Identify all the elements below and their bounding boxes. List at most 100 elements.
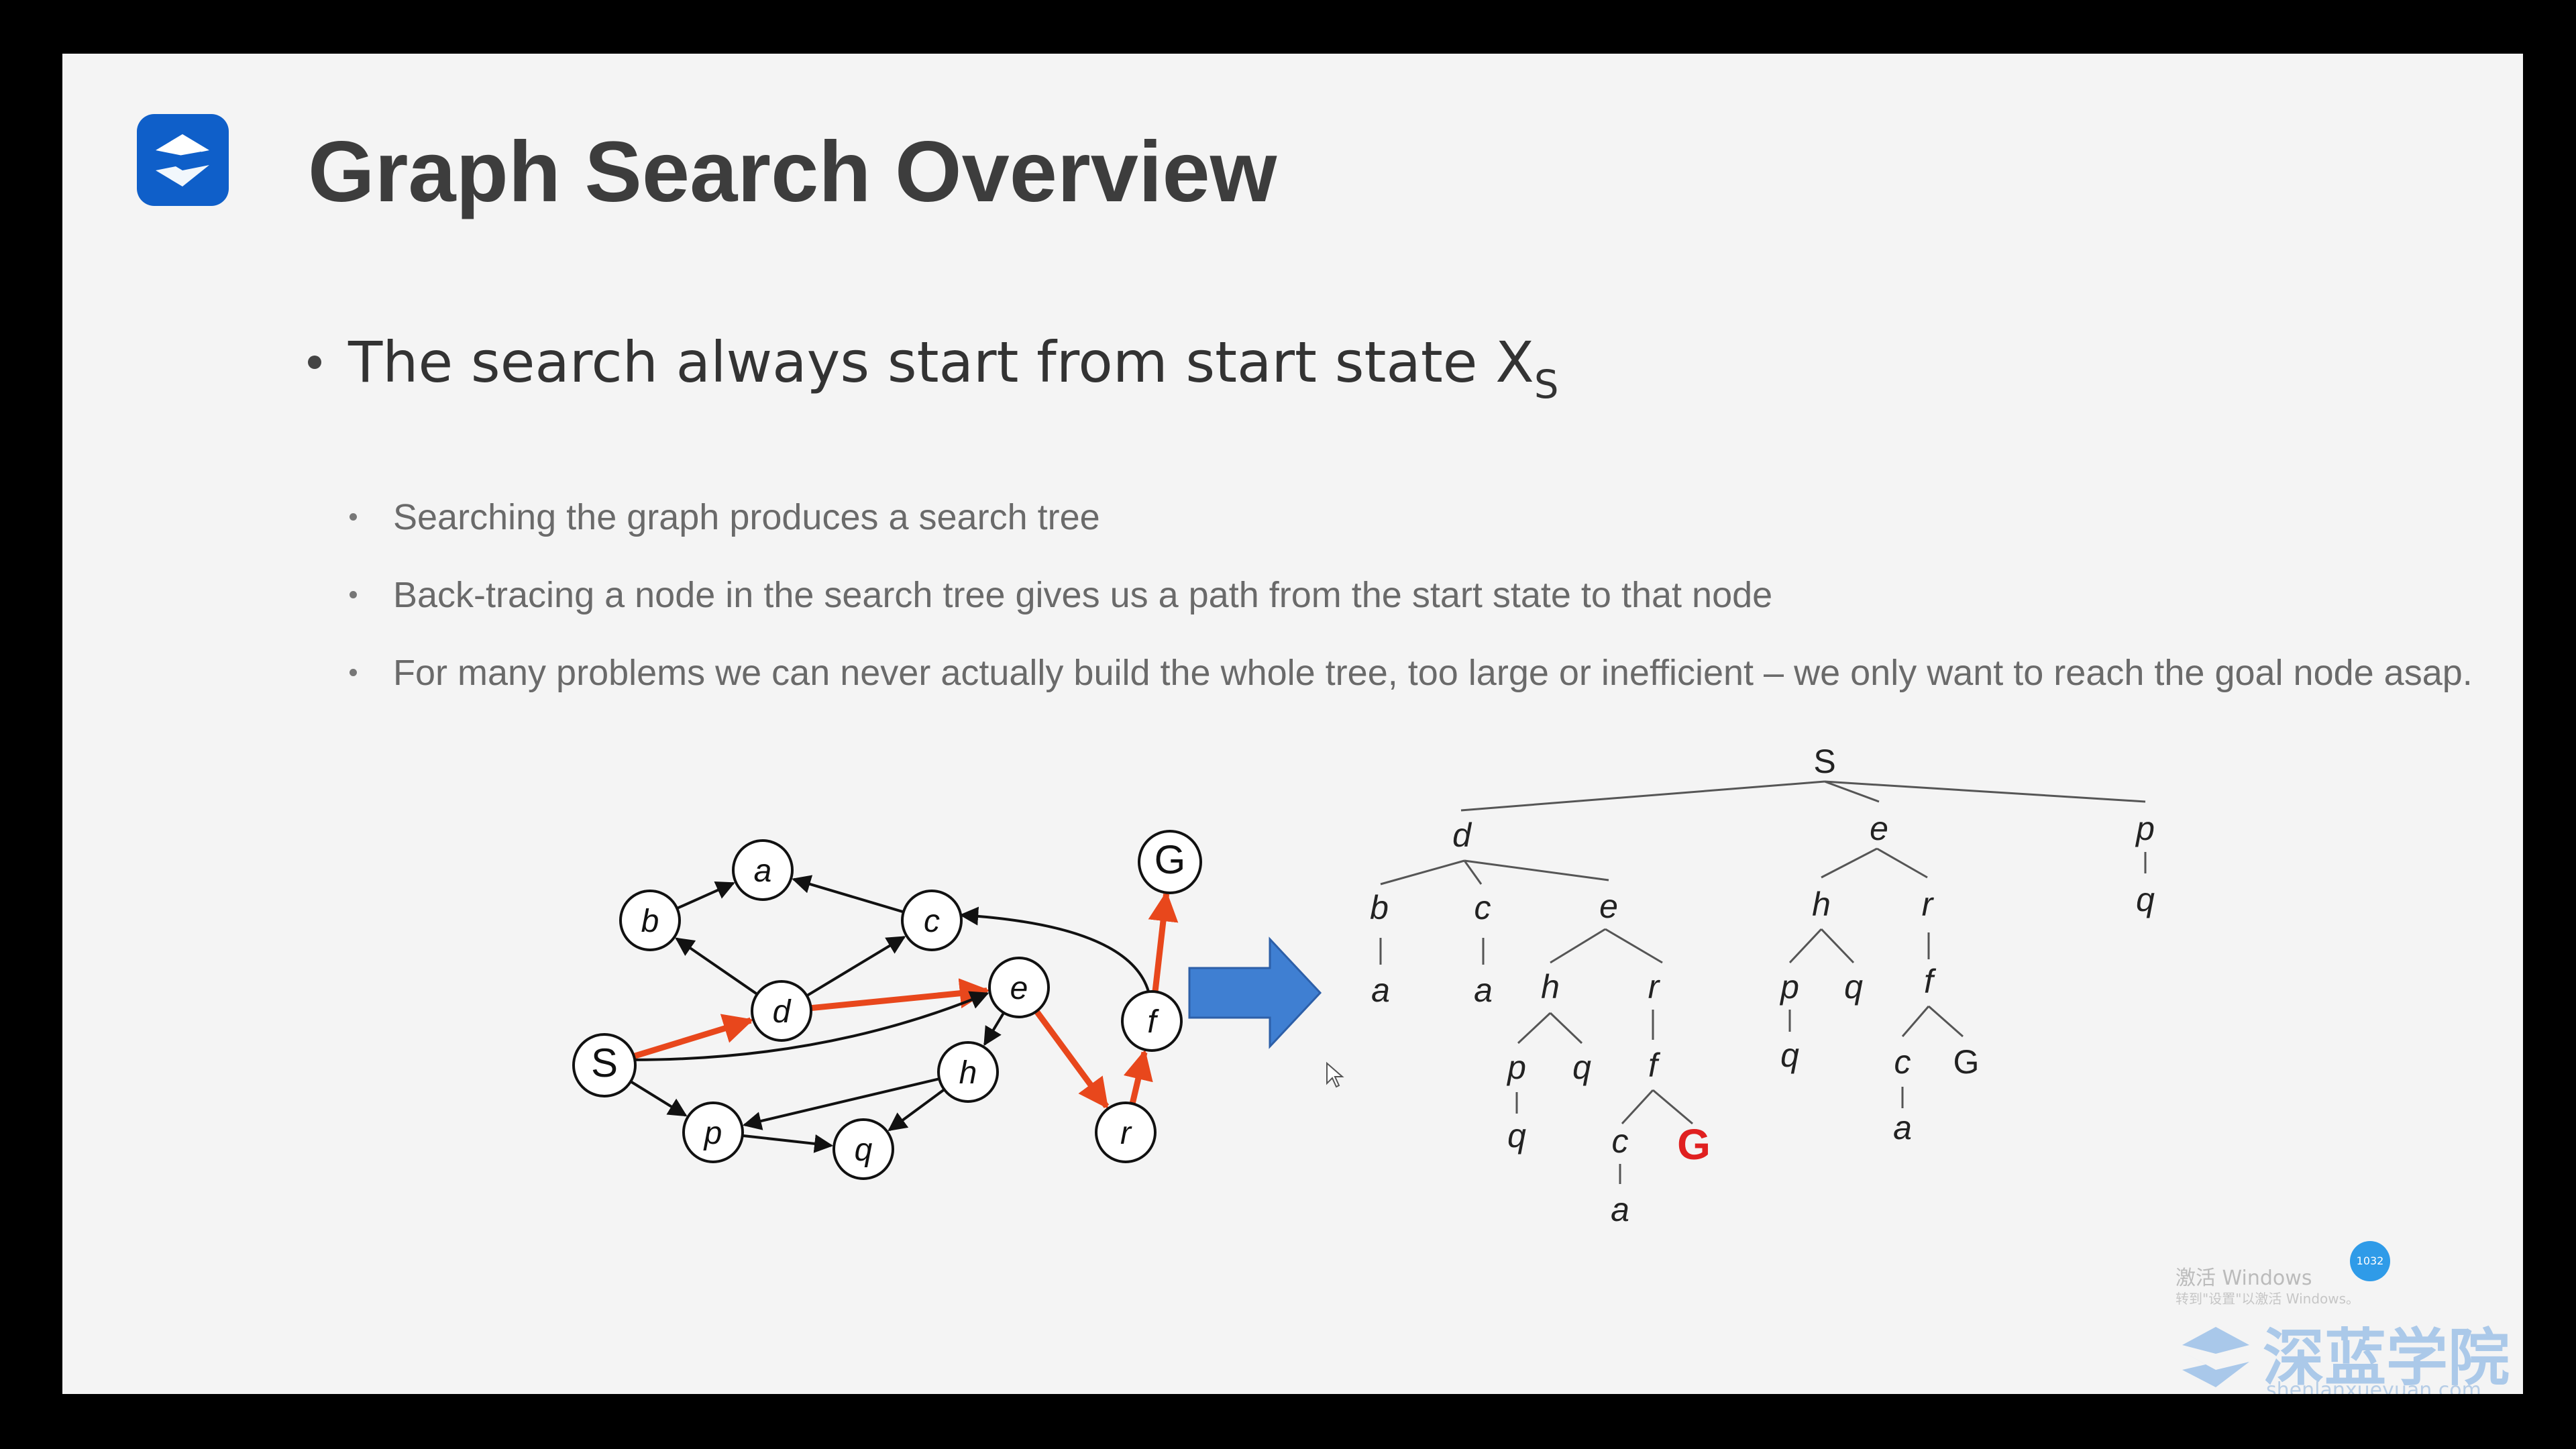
graph-node-circle <box>1095 1102 1157 1163</box>
graph-edge-d-c <box>806 936 906 998</box>
tree-node: b <box>1370 889 1389 926</box>
graph-node-label: S <box>591 1040 618 1085</box>
sub-bullet-2: Back-tracing a node in the search tree g… <box>350 574 1772 616</box>
bullet-dot <box>350 591 357 599</box>
main-bullet: The search always start from start state… <box>308 329 1559 407</box>
graph-node-circle <box>833 1118 894 1180</box>
tree-node: r <box>1922 885 1935 923</box>
watermark: 激活 Windows 转到"设置"以激活 Windows。 1032 深蓝学院 … <box>2176 1241 2511 1394</box>
tree-node: r <box>1648 968 1661 1006</box>
notification-badge[interactable]: 1032 <box>2350 1241 2390 1281</box>
bullet-dot <box>308 356 321 370</box>
graph-edge-h-p <box>742 1077 940 1130</box>
main-bullet-subscript: S <box>1534 361 1559 407</box>
tree-node: d <box>1452 816 1472 854</box>
tree-node: a <box>1611 1191 1629 1228</box>
tree-node: q <box>1507 1117 1526 1155</box>
graph-node-circle <box>572 1033 637 1097</box>
graph-edge-c-a <box>792 875 904 914</box>
graph-edge-S-e <box>633 991 989 1061</box>
graph-node-r: r <box>1095 1102 1157 1163</box>
graph-edge-h-q <box>888 1088 945 1132</box>
graph-edge-p-q <box>742 1134 834 1153</box>
sub-bullet-text: Back-tracing a node in the search tree g… <box>393 575 1773 615</box>
graph-edge-S-p <box>629 1079 688 1117</box>
tree-node: p <box>1506 1049 1526 1086</box>
graph-edge-S-d <box>631 1014 754 1060</box>
graph-node-c: c <box>901 890 963 951</box>
graph-node-circle <box>751 980 812 1042</box>
tree-node-root: S <box>1813 743 1835 780</box>
graph-node-f: f <box>1121 990 1183 1052</box>
graph-node-q: q <box>833 1118 894 1180</box>
tree-node: p <box>1779 968 1799 1006</box>
graph-edge-b-a <box>676 881 735 910</box>
graph-node-circle <box>988 957 1050 1018</box>
tree-node: a <box>1371 971 1390 1009</box>
tree-node: q <box>1780 1036 1799 1074</box>
graph-node-p: p <box>682 1102 744 1163</box>
tree-node: a <box>1474 971 1493 1009</box>
graph-edge-d-b <box>675 937 758 996</box>
brand-url: shenlanxueyuan.com <box>2266 1379 2481 1394</box>
graph-node-label: p <box>703 1116 722 1151</box>
sub-bullet-3: For many problems we can never actually … <box>350 652 2473 694</box>
activate-windows-text: 激活 Windows <box>2176 1267 2312 1290</box>
graph-node-circle <box>619 890 681 951</box>
tree-node: f <box>1924 963 1937 1000</box>
graph-node-label: c <box>924 904 940 939</box>
graph-node-label: r <box>1120 1116 1132 1151</box>
tree-node: c <box>1474 889 1491 926</box>
tree-node: e <box>1599 888 1618 925</box>
graph-edge-e-h <box>983 1012 1005 1046</box>
sub-bullet-text: Searching the graph produces a search tr… <box>393 497 1100 537</box>
sub-bullet-text: For many problems we can never actually … <box>393 653 2473 693</box>
tree-node: q <box>1572 1049 1591 1086</box>
graph-node-circle <box>1121 990 1183 1052</box>
bullet-dot <box>350 669 357 677</box>
tree-goal-node: G <box>1677 1120 1711 1169</box>
search-tree-labels: S d e p b c e h r q a a h r p q f p q f … <box>1370 743 2155 1228</box>
graph-node-label: a <box>754 853 772 889</box>
graph-edge-e-r <box>1034 1009 1110 1109</box>
logo-icon <box>137 114 229 206</box>
graph-edge-r-f <box>1123 1049 1153 1105</box>
search-tree-edges <box>1379 780 2147 1184</box>
graph-node-label: b <box>641 904 659 939</box>
bullet-dot <box>350 513 357 521</box>
graph-edge-f-c <box>959 906 1150 992</box>
main-bullet-text: The search always start from start state… <box>348 329 1534 395</box>
graph-edge-d-e <box>810 978 990 1012</box>
graph-node-label: e <box>1010 971 1028 1006</box>
cursor-icon <box>1326 1061 1344 1088</box>
tree-node: c <box>1894 1043 1911 1081</box>
activate-windows-hint: 转到"设置"以激活 Windows。 <box>2176 1291 2360 1307</box>
tree-node: f <box>1648 1046 1661 1084</box>
sub-bullet-1: Searching the graph produces a search tr… <box>350 496 1100 538</box>
graph-node-d: d <box>751 980 812 1042</box>
right-arrow-icon <box>1188 936 1322 1049</box>
brand-name: 深蓝学院 <box>2263 1322 2510 1394</box>
graph-node-label: G <box>1155 837 1186 882</box>
graph-node-h: h <box>937 1041 999 1103</box>
tree-node: c <box>1612 1122 1629 1160</box>
graph-nodes: Sa b c d e f Gh p q r <box>572 830 1202 1180</box>
graph-node-e: e <box>988 957 1050 1018</box>
graph-node-label: d <box>773 994 792 1030</box>
tree-node: e <box>1870 810 1888 847</box>
tree-node: h <box>1812 885 1831 923</box>
graph-node-label: q <box>855 1132 873 1168</box>
tree-node: h <box>1541 968 1560 1006</box>
slide: Graph Search Overview The search always … <box>62 54 2523 1394</box>
graph-node-label: h <box>959 1055 977 1091</box>
graph-node-circle <box>937 1041 999 1103</box>
graph-node-circle <box>682 1102 744 1163</box>
tree-node: G <box>1953 1043 1980 1081</box>
graph-node-circle <box>901 890 963 951</box>
graph-node-G: G <box>1138 830 1202 894</box>
graph-edges <box>629 875 1179 1153</box>
graph-node-circle <box>732 839 794 901</box>
graph-node-b: b <box>619 890 681 951</box>
graph-node-circle <box>1138 830 1202 894</box>
